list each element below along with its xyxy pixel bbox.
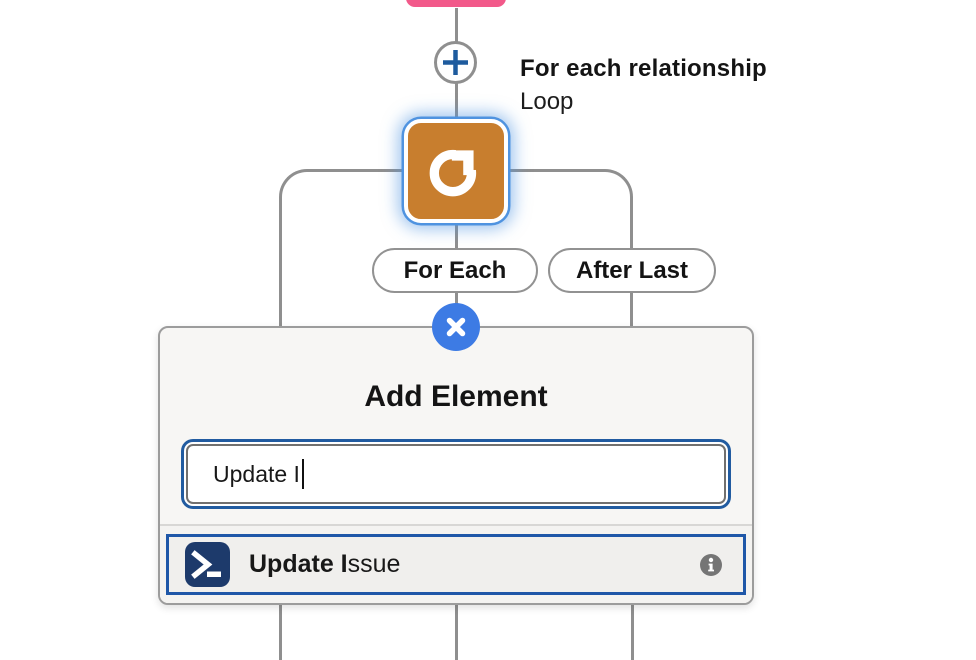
connector-line bbox=[454, 8, 458, 42]
terminal-prompt-icon bbox=[185, 542, 230, 587]
result-label: Update Issue bbox=[249, 550, 699, 579]
add-element-panel: Add Element Update I Update Issue bbox=[158, 326, 754, 605]
loop-icon bbox=[425, 140, 487, 202]
search-input[interactable]: Update I bbox=[186, 444, 726, 504]
plus-icon bbox=[440, 47, 471, 78]
branch-label-text: After Last bbox=[575, 256, 689, 284]
add-node-button[interactable] bbox=[434, 41, 477, 84]
search-input-value: Update I bbox=[213, 460, 300, 487]
connector-line bbox=[454, 222, 458, 249]
result-label-match: Update I bbox=[249, 550, 348, 578]
connector-line bbox=[454, 292, 458, 305]
previous-node-stub[interactable] bbox=[406, 0, 506, 7]
node-type-label: Loop bbox=[520, 88, 574, 115]
node-title: For each relationship bbox=[520, 55, 767, 82]
result-row-update-issue[interactable]: Update Issue bbox=[166, 534, 746, 595]
info-icon[interactable] bbox=[699, 553, 723, 577]
result-label-rest: ssue bbox=[347, 550, 401, 578]
connector-left-branch bbox=[278, 168, 406, 329]
search-results: Update Issue bbox=[160, 524, 752, 603]
loop-node[interactable] bbox=[404, 119, 508, 223]
connector-line bbox=[278, 604, 282, 660]
text-caret bbox=[301, 459, 305, 489]
connector-line bbox=[454, 83, 458, 120]
connector-line bbox=[454, 604, 458, 660]
node-label: For each relationship Loop bbox=[520, 54, 767, 117]
panel-title: Add Element bbox=[364, 380, 548, 413]
branch-label-after-last: After Last bbox=[548, 248, 716, 293]
close-button[interactable] bbox=[432, 303, 480, 351]
branch-label-text: For Each bbox=[403, 256, 507, 284]
branch-label-for-each: For Each bbox=[372, 248, 538, 293]
close-icon bbox=[443, 314, 469, 340]
connector-line bbox=[630, 604, 634, 660]
